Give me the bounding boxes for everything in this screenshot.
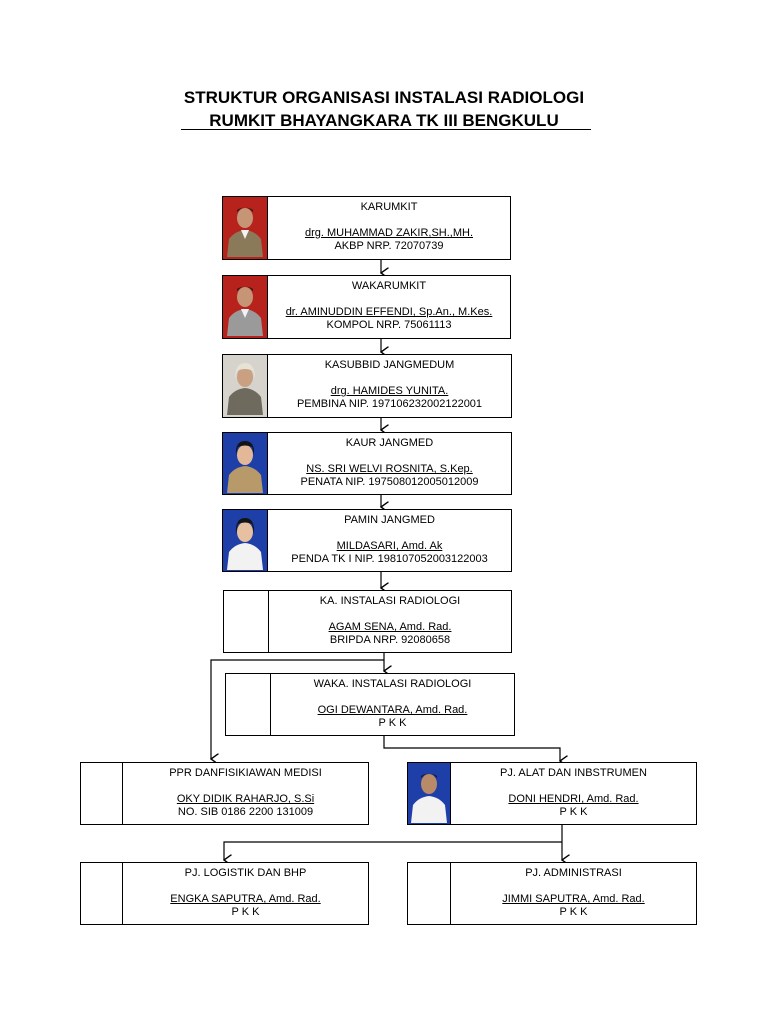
node-id: P K K — [378, 717, 407, 729]
node-name: MILDASARI, Amd. Ak — [336, 540, 443, 552]
node-wakarumkit: WAKARUMKIT dr. AMINUDDIN EFFENDI, Sp.An.… — [222, 275, 511, 339]
photo-pamin-jangmed — [223, 510, 268, 571]
node-name: AGAM SENA, Amd. Rad. — [328, 621, 452, 633]
photo-karumkit — [223, 197, 268, 259]
person-photo-icon — [227, 207, 263, 257]
node-id: KOMPOL NRP. 75061113 — [326, 319, 452, 331]
node-pj-logistik-bhp: PJ. LOGISTIK DAN BHP ENGKA SAPUTRA, Amd.… — [80, 862, 369, 925]
node-role: PPR DANFISIKIAWAN MEDISI — [169, 767, 322, 779]
node-karumkit: KARUMKIT drg. MUHAMMAD ZAKIR,SH.,MH. AKB… — [222, 196, 511, 260]
photo-kaur-jangmed — [223, 433, 268, 494]
node-pj-administrasi: PJ. ADMINISTRASI JIMMI SAPUTRA, Amd. Rad… — [407, 862, 697, 925]
node-role: KASUBBID JANGMEDUM — [324, 359, 455, 371]
node-name: dr. AMINUDDIN EFFENDI, Sp.An., M.Kes. — [285, 306, 493, 318]
node-id: AKBP NRP. 72070739 — [334, 240, 444, 252]
arrow-to-pj-alat — [383, 736, 560, 761]
node-name: DONI HENDRI, Amd. Rad. — [508, 793, 639, 805]
node-name: OGI DEWANTARA, Amd. Rad. — [317, 704, 468, 716]
node-name: OKY DIDIK RAHARJO, S.Si — [176, 793, 315, 805]
photo-placeholder — [224, 591, 269, 652]
photo-placeholder — [81, 763, 123, 824]
chart-title-line-1: STRUKTUR ORGANISASI INSTALASI RADIOLOGI — [183, 88, 585, 107]
arrow-to-ppr — [211, 659, 384, 759]
node-id: PENATA NIP. 197508012005012009 — [300, 476, 479, 488]
node-name: drg. HAMIDES YUNITA. — [330, 385, 449, 397]
person-photo-icon — [411, 773, 447, 823]
node-role: PJ. LOGISTIK DAN BHP — [184, 867, 307, 879]
person-photo-icon — [227, 363, 263, 415]
photo-placeholder — [226, 674, 271, 735]
node-role: KAUR JANGMED — [345, 437, 434, 449]
node-id: PEMBINA NIP. 197106232002122001 — [296, 398, 483, 410]
photo-placeholder — [408, 863, 451, 924]
node-id: BRIPDA NRP. 92080658 — [329, 634, 451, 646]
title-underline — [181, 129, 591, 130]
node-waka-instalasi-radiologi: WAKA. INSTALASI RADIOLOGI OGI DEWANTARA,… — [225, 673, 515, 736]
node-role: PJ. ADMINISTRASI — [525, 867, 622, 879]
person-photo-icon — [227, 440, 263, 493]
node-id: P K K — [559, 906, 588, 918]
node-kasubbid-jangmedum: KASUBBID JANGMEDUM drg. HAMIDES YUNITA. … — [222, 354, 512, 418]
node-role: PAMIN JANGMED — [344, 514, 435, 526]
node-role: KA. INSTALASI RADIOLOGI — [319, 595, 461, 607]
arrow-to-pj-logistik — [224, 841, 562, 860]
node-pamin-jangmed: PAMIN JANGMED MILDASARI, Amd. Ak PENDA T… — [222, 509, 512, 572]
node-id: P K K — [231, 906, 260, 918]
node-role: WAKARUMKIT — [351, 280, 427, 292]
photo-placeholder — [81, 863, 123, 924]
node-name: drg. MUHAMMAD ZAKIR,SH.,MH. — [304, 227, 474, 239]
photo-wakarumkit — [223, 276, 268, 338]
node-name: ENGKA SAPUTRA, Amd. Rad. — [170, 893, 321, 905]
node-kaur-jangmed: KAUR JANGMED NS. SRI WELVI ROSNITA, S.Ke… — [222, 432, 512, 495]
node-ka-instalasi-radiologi: KA. INSTALASI RADIOLOGI AGAM SENA, Amd. … — [223, 590, 512, 653]
node-role: PJ. ALAT DAN INBSTRUMEN — [500, 767, 647, 779]
photo-kasubbid-jangmedum — [223, 355, 268, 417]
chart-title-line-2: RUMKIT BHAYANGKARA TK III BENGKULU — [209, 111, 559, 130]
node-id: NO. SIB 0186 2200 131009 — [177, 806, 314, 818]
node-role: KARUMKIT — [360, 201, 418, 213]
node-ppr-fisikawan-medis: PPR DANFISIKIAWAN MEDISI OKY DIDIK RAHAR… — [80, 762, 369, 825]
person-photo-icon — [227, 286, 263, 336]
node-id: PENDA TK I NIP. 198107052003122003 — [291, 553, 488, 565]
node-id: P K K — [559, 806, 588, 818]
node-pj-alat-instrumen: PJ. ALAT DAN INBSTRUMEN DONI HENDRI, Amd… — [407, 762, 697, 825]
node-name: JIMMI SAPUTRA, Amd. Rad. — [502, 893, 645, 905]
photo-pj-alat-instrumen — [408, 763, 451, 824]
node-name: NS. SRI WELVI ROSNITA, S.Kep. — [306, 463, 473, 475]
node-role: WAKA. INSTALASI RADIOLOGI — [313, 678, 472, 690]
person-photo-icon — [227, 517, 263, 570]
